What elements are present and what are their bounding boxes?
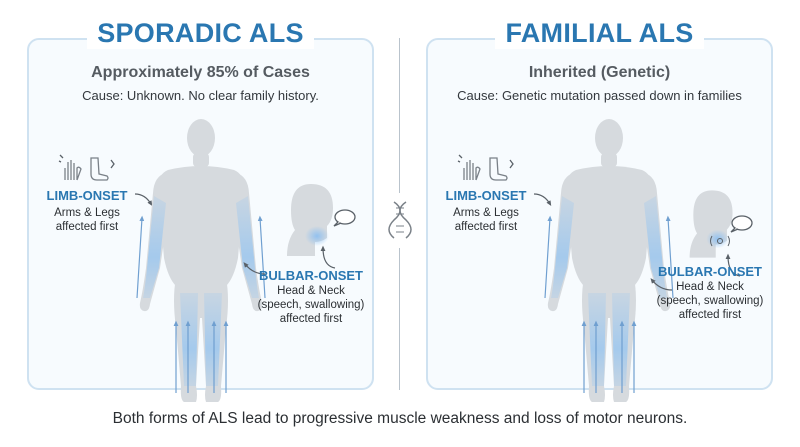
arrow-icon [320, 245, 336, 269]
sporadic-title: SPORADIC ALS [87, 18, 314, 49]
familial-subtitle: Inherited (Genetic) [528, 64, 671, 81]
arrow-icon [650, 278, 673, 291]
head-profile-icon [689, 190, 733, 258]
arrow-icon [243, 262, 266, 275]
speech-bubble-icon [333, 209, 356, 227]
sporadic-subtitle: Approximately 85% of Cases [91, 64, 310, 81]
familial-als-panel: FAMILIAL ALS Inherited (Genetic) Cause: … [426, 18, 773, 402]
dna-icon [388, 201, 412, 239]
foot-icon [90, 157, 115, 181]
human-body-figure [136, 119, 266, 402]
hand-foot-icon [457, 154, 514, 181]
limb-onset-desc: Arms & Legs affected first [453, 207, 519, 233]
human-body-figure [544, 119, 674, 402]
hand-icon [58, 154, 82, 181]
arrow-icon [533, 193, 552, 207]
bulbar-onset-title: BULBAR-ONSET [259, 268, 363, 283]
limb-onset-desc: Arms & Legs affected first [54, 207, 120, 233]
upward-arrows [544, 215, 674, 393]
bulbar-onset-desc: Head & Neck (speech, swallowing) affecte… [656, 281, 764, 321]
vibration-icon [710, 235, 730, 247]
arrow-icon [134, 193, 153, 207]
divider-bottom [399, 248, 400, 390]
familial-cause: Cause: Genetic mutation passed down in f… [457, 88, 742, 103]
divider-top [399, 38, 400, 193]
limb-onset-title: LIMB-ONSET [46, 188, 128, 203]
limb-onset-title: LIMB-ONSET [445, 188, 527, 203]
hand-icon [457, 154, 481, 181]
arrow-icon [725, 253, 741, 277]
speech-bubble-icon [730, 215, 753, 233]
foot-icon [489, 157, 514, 181]
footer-caption: Both forms of ALS lead to progressive mu… [112, 410, 688, 427]
bulbar-onset-title: BULBAR-ONSET [658, 264, 762, 279]
upward-arrows [136, 215, 266, 393]
hand-foot-icon [58, 154, 115, 181]
sporadic-als-panel: SPORADIC ALS Approximately 85% of Cases … [27, 18, 374, 402]
familial-title: FAMILIAL ALS [495, 18, 704, 49]
bulbar-onset-desc: Head & Neck (speech, swallowing) affecte… [257, 285, 365, 325]
sporadic-cause: Cause: Unknown. No clear family history. [82, 88, 319, 103]
